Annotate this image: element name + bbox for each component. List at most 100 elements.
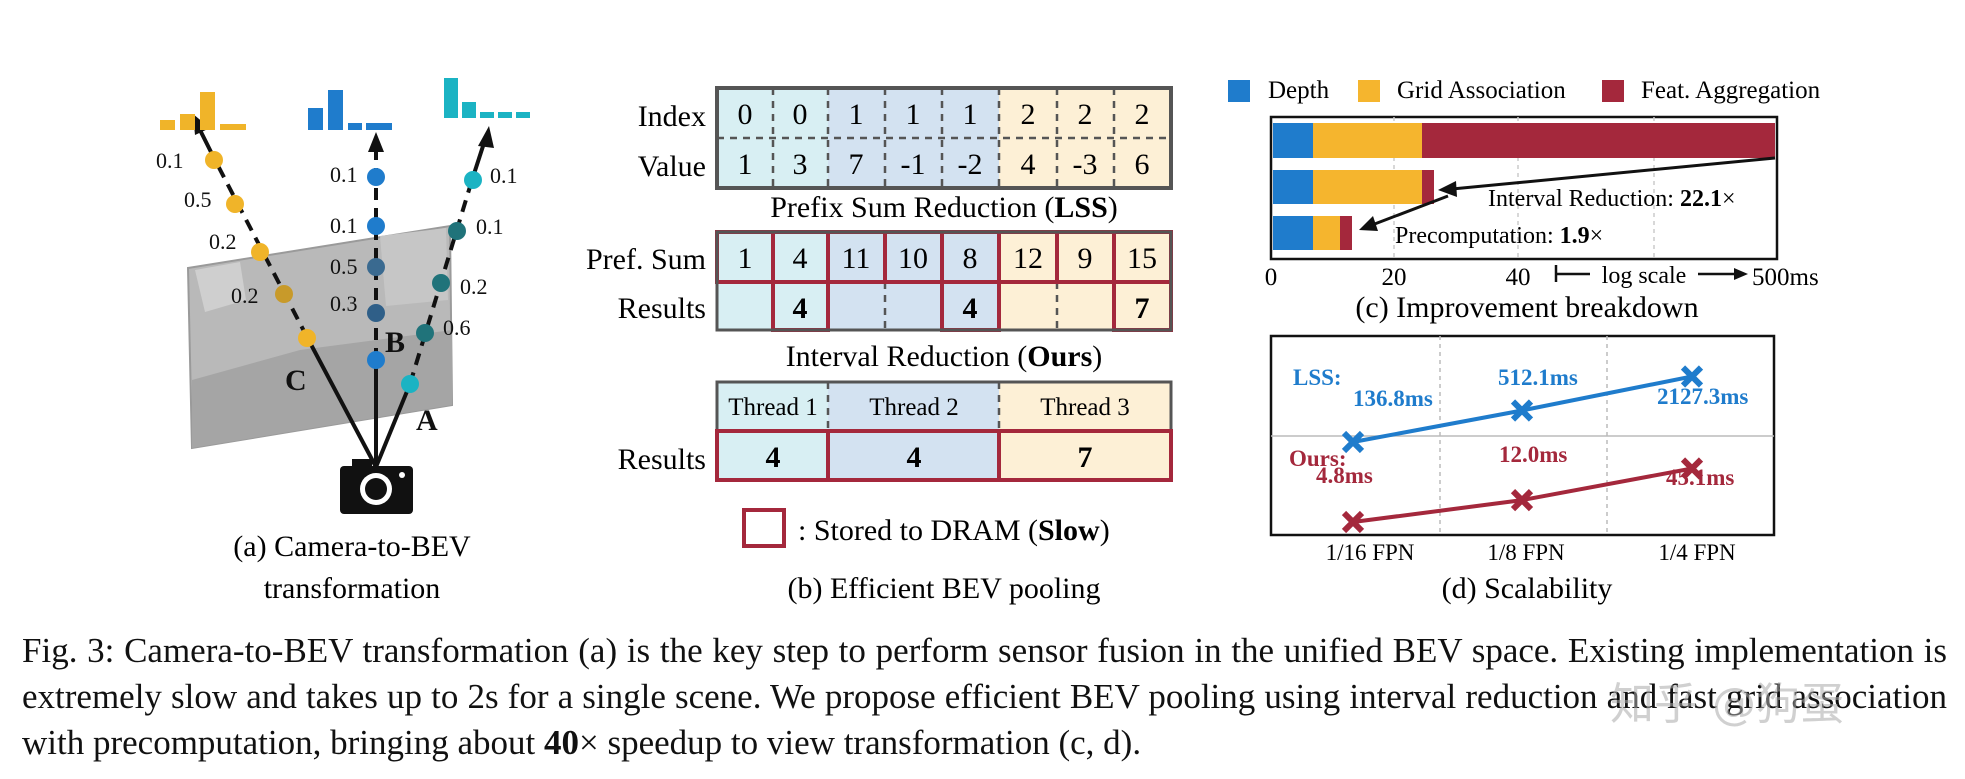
ray-b-point: [367, 304, 385, 322]
value-cell: 7: [849, 148, 864, 181]
ray-a-arrowhead: [478, 126, 494, 148]
legend-grid-swatch: [1358, 80, 1380, 102]
ray-c-prob: 0.1: [156, 148, 184, 173]
ray-b-histogram: [308, 90, 392, 130]
bar-precomp-grid: [1313, 216, 1340, 250]
ours-value: 4.8ms: [1316, 463, 1373, 488]
bar-precomp-feat: [1340, 216, 1352, 250]
prefix-results-label: Results: [618, 292, 706, 325]
ray-b-prob: 0.5: [330, 254, 358, 279]
lss-point-marker: [1680, 365, 1704, 388]
legend-grid-label: Grid Association: [1397, 77, 1566, 104]
thread-1-label: Thread 1: [728, 394, 818, 421]
prefix-result-cell: 7: [1135, 292, 1150, 325]
ray-b-point: [367, 258, 385, 276]
scalability-lines: [1341, 365, 1704, 534]
pref-sum-cell: 15: [1127, 242, 1157, 275]
legend-feat-swatch: [1602, 80, 1624, 102]
interval-result: 7: [1078, 441, 1093, 474]
panel-b-caption: (b) Efficient BEV pooling: [787, 572, 1100, 605]
panel-d: LSS: 136.8ms 512.1ms 2127.3ms Ours: 4.8m…: [1269, 334, 1776, 605]
interval-result: 4: [766, 441, 781, 474]
ray-a-line: [374, 383, 412, 468]
dram-legend-swatch: [742, 508, 786, 548]
pref-sum-cell: 11: [842, 242, 871, 275]
ray-a-point: [448, 222, 466, 240]
precomputation-arrow: [1371, 194, 1449, 227]
lss-value: 512.1ms: [1498, 365, 1578, 390]
ray-b-arrowhead: [368, 132, 384, 152]
x-tick: 0: [1265, 264, 1278, 291]
pref-sum-cell: 4: [793, 242, 808, 275]
interval-results-label: Results: [618, 443, 706, 476]
ray-c-prob: 0.2: [209, 229, 237, 254]
value-cell: -1: [901, 148, 926, 181]
ray-c-point: [275, 285, 293, 303]
lss-point-marker: [1510, 399, 1534, 422]
ours-series-label: Ours:: [1289, 446, 1347, 471]
ours-value: 12.0ms: [1499, 442, 1567, 467]
bar-interval-feat: [1422, 170, 1434, 204]
bar-interval-depth: [1273, 170, 1313, 204]
index-value-table: [715, 86, 1173, 190]
lss-value: 136.8ms: [1353, 386, 1433, 411]
index-cell: 0: [738, 98, 753, 131]
thread-2-label: Thread 2: [869, 394, 959, 421]
caption-text-end: × speedup to view transformation (c, d).: [579, 723, 1142, 762]
interval-table: [715, 380, 1173, 482]
value-cell: 6: [1135, 148, 1150, 181]
ray-c-point: [251, 243, 269, 261]
x-end-label: 500ms: [1752, 264, 1819, 291]
bar-interval-grid: [1313, 170, 1422, 204]
pref-sum-cell: 1: [738, 242, 753, 275]
precomputation-annotation: Precomputation: 1.9×: [1395, 223, 1603, 249]
ray-label-a: A: [416, 404, 438, 437]
bar-precomp-depth: [1273, 216, 1313, 250]
prefix-sum-table: [715, 230, 1173, 332]
dram-legend-text: : Stored to DRAM (Slow): [798, 514, 1110, 547]
x-tick: 20: [1382, 264, 1407, 291]
ray-a-point: [464, 171, 482, 189]
bar-baseline-depth: [1273, 123, 1313, 158]
ray-b-prob: 0.1: [330, 162, 358, 187]
ray-a-histogram: [444, 78, 530, 118]
pref-sum-cell: 9: [1078, 242, 1093, 275]
interval-reduction-annotation: Interval Reduction: 22.1×: [1488, 186, 1736, 212]
ours-point-marker: [1341, 510, 1365, 534]
panel-a: 0.1 0.5 0.2 0.2 0.1 0.1 0.5 0.3 0.1 0.1 …: [156, 78, 530, 605]
watermark: 知乎 @狗蛋: [1610, 679, 1844, 730]
ray-c-line: [305, 336, 378, 468]
panel-a-caption: (a) Camera-to-BEV: [233, 530, 471, 563]
interval-reduction-arrow: [1451, 156, 1776, 191]
panel-d-caption: (d) Scalability: [1442, 572, 1613, 605]
prefix-result-cell: 4: [793, 292, 808, 325]
street-image-buildings: [195, 262, 246, 312]
value-cell: 3: [793, 148, 808, 181]
pref-sum-cell: 12: [1013, 242, 1043, 275]
index-cell: 2: [1135, 98, 1150, 131]
value-cell: -3: [1073, 148, 1098, 181]
ray-label-c: C: [285, 364, 307, 397]
x-axis-label: 1/8 FPN: [1487, 540, 1565, 565]
pref-sum-label: Pref. Sum: [586, 243, 706, 276]
ours-point-marker: [1510, 489, 1534, 512]
ray-label-b: B: [385, 326, 405, 359]
prefix-results-row: 4 4 7: [793, 292, 1150, 325]
ray-c-point: [226, 195, 244, 213]
prefix-result-cell: 4: [963, 292, 978, 325]
ray-a-point: [432, 274, 450, 292]
prefix-sum-title: Prefix Sum Reduction (LSS): [770, 191, 1118, 224]
panel-a-caption: transformation: [264, 572, 441, 605]
ray-b-point: [367, 217, 385, 235]
ray-a-prob: 0.2: [460, 274, 488, 299]
ray-c-prob: 0.5: [184, 187, 212, 212]
lss-point-marker: [1341, 430, 1365, 454]
panel-c: Depth Grid Association Feat. Aggregation…: [1228, 77, 1821, 324]
thread-3-label: Thread 3: [1040, 394, 1130, 421]
legend-feat-label: Feat. Aggregation: [1641, 77, 1821, 104]
index-cell: 0: [793, 98, 808, 131]
x-axis-label: 1/16 FPN: [1326, 540, 1415, 565]
index-cell: 1: [849, 98, 864, 131]
panel-c-caption: (c) Improvement breakdown: [1355, 291, 1698, 324]
value-label: Value: [638, 150, 706, 183]
